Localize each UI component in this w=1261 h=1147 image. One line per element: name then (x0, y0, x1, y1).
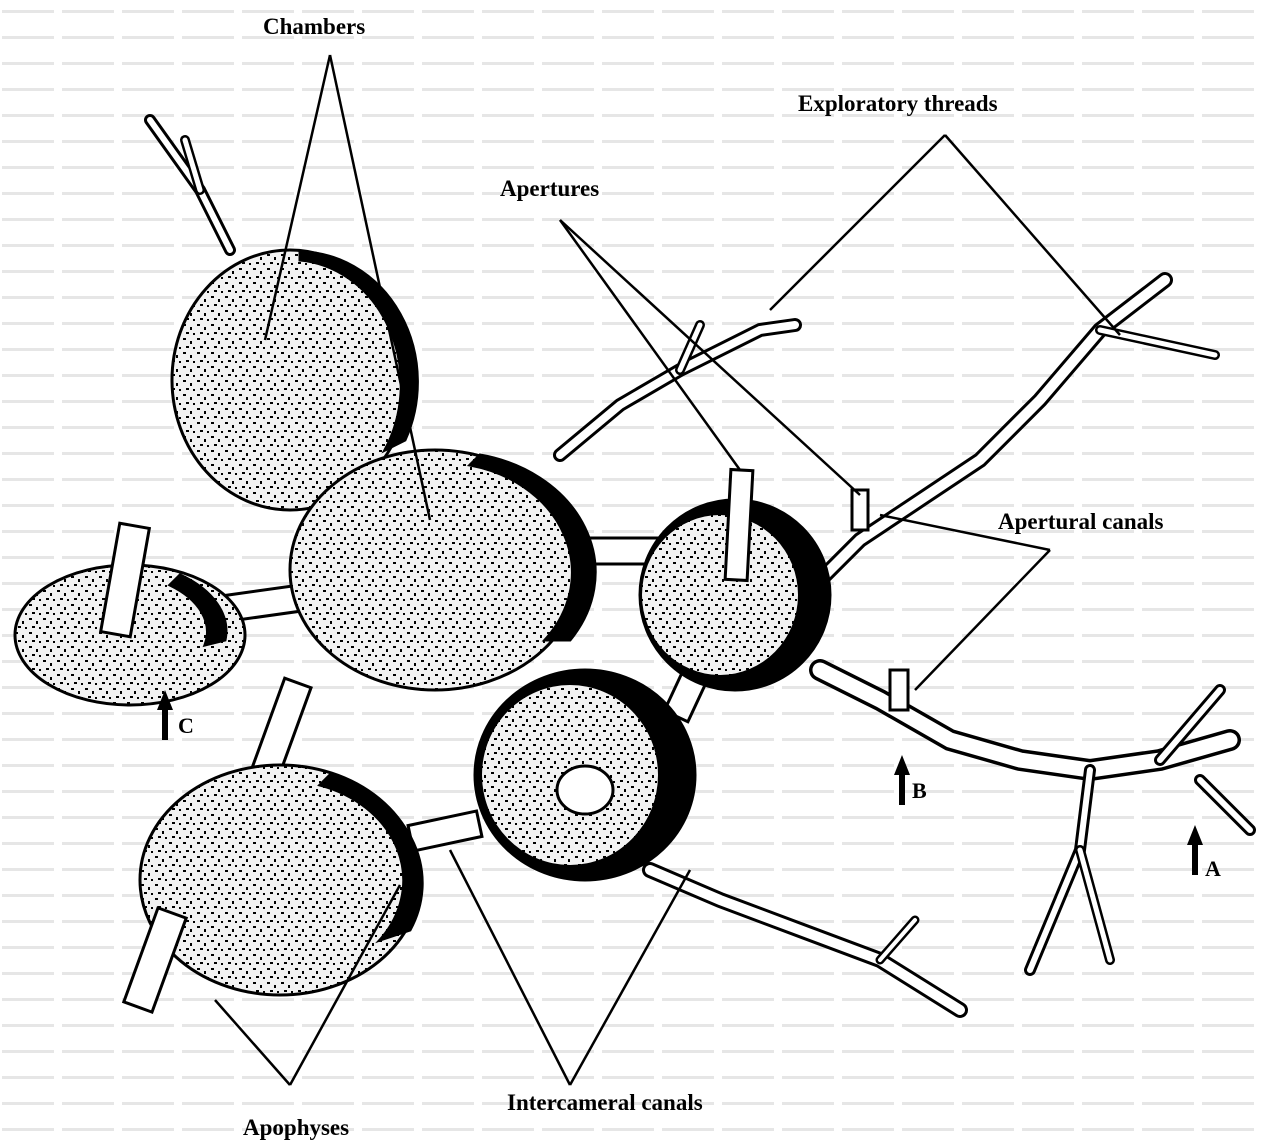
marker-a: A (1205, 858, 1221, 880)
label-apertural-canals: Apertural canals (998, 510, 1163, 533)
label-chambers: Chambers (263, 15, 365, 38)
marker-c: C (178, 715, 194, 737)
label-apophyses: Apophyses (243, 1116, 349, 1139)
marker-b: B (912, 780, 927, 802)
label-exploratory-threads: Exploratory threads (798, 92, 998, 115)
label-apertures: Apertures (500, 177, 599, 200)
label-intercameral-canals: Intercameral canals (507, 1091, 703, 1114)
